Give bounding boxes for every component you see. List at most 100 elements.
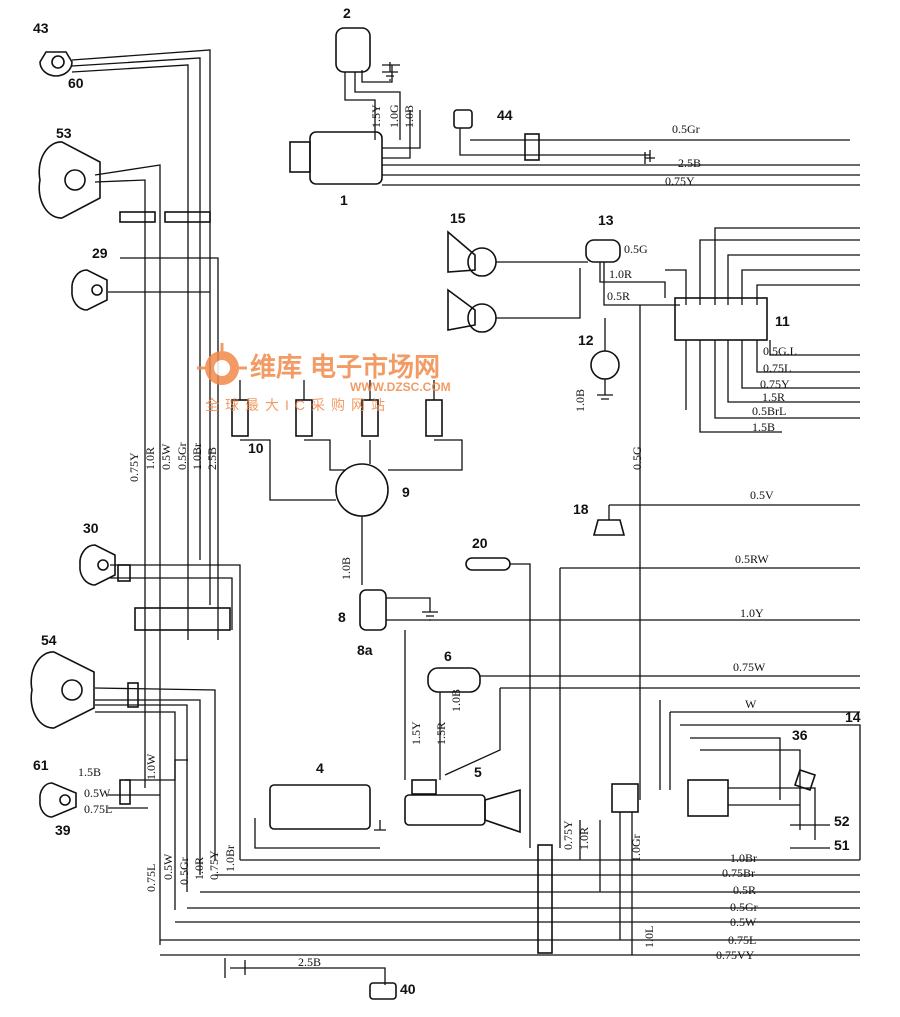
lamp-29 — [71, 269, 108, 311]
component-label-30: 30 — [83, 520, 99, 536]
component-label-13: 13 — [598, 212, 614, 228]
wire-label: 0.5RW — [735, 552, 769, 566]
component-label-12: 12 — [578, 332, 594, 348]
wire-label: 0.5W — [159, 443, 173, 470]
wire-label: 0.75L — [144, 864, 158, 892]
component-44 — [453, 109, 850, 162]
wire-label: 0.5G.L — [763, 344, 797, 358]
wire-label: 2.5B — [678, 156, 701, 170]
component-18 — [592, 504, 860, 536]
wire-label: 0.5Gr — [672, 122, 700, 136]
wire-label: 1.0R — [192, 857, 206, 880]
component-label-4: 4 — [316, 760, 324, 776]
wire-label: 0.75Y — [760, 377, 790, 391]
wire-label: 1.0B — [402, 105, 416, 128]
component-label-11: 11 — [775, 313, 790, 329]
left-harness — [71, 49, 241, 945]
wire-label: 0.5V — [750, 488, 774, 502]
wire-label: 2.5B — [298, 955, 321, 969]
component-label-40: 40 — [400, 981, 416, 997]
wire-label: 1.0R — [577, 827, 591, 850]
component-label-51: 51 — [834, 837, 850, 853]
wire-label: 1.5B — [752, 420, 775, 434]
component-label-8: 8 — [338, 609, 346, 625]
component-label-36: 36 — [792, 727, 808, 743]
distributor-9 — [240, 439, 463, 585]
component-label-14: 14 — [845, 709, 861, 725]
component-label-5: 5 — [474, 764, 482, 780]
lamp-43 — [39, 51, 73, 77]
wire-label: 1.5R — [762, 390, 785, 404]
wire-label: 1.0Br — [223, 845, 237, 872]
watermark: 维库 电子市场网 WWW.DZSC.COM 全球最大IC采购网站 — [197, 343, 451, 413]
wire-label: 1.0Br — [730, 851, 757, 865]
wire-label: 0.5Gr — [175, 442, 189, 470]
component-1 — [289, 110, 860, 186]
component-label-29: 29 — [92, 245, 108, 261]
wire-label: 1.0G — [387, 104, 401, 128]
wire-label: 0.5W — [161, 853, 175, 880]
ground-symbols — [224, 62, 655, 978]
component-label-20: 20 — [472, 535, 488, 551]
spark-plugs-10 — [231, 380, 443, 437]
watermark-slogan: 全球最大IC采购网站 — [205, 397, 391, 413]
wire-label: 0.75L — [763, 361, 791, 375]
component-label-60: 60 — [68, 75, 84, 91]
wire-label: 0.5G — [630, 446, 644, 470]
wire-label: 2.5B — [205, 447, 219, 470]
wire-label: 0.75Y — [561, 820, 575, 850]
component-label-2: 2 — [343, 5, 351, 21]
wire-label: 1.0R — [609, 267, 632, 281]
watermark-brand: 维库 — [250, 352, 302, 382]
wire-label: 1.0B — [339, 557, 353, 580]
wire-label: 0.5BrL — [752, 404, 786, 418]
component-label-53: 53 — [56, 125, 72, 141]
component-label-39: 39 — [55, 822, 71, 838]
wire-label: 0.5R — [733, 883, 756, 897]
wire-label: 1.0Br — [190, 443, 204, 470]
lamp-53 — [38, 141, 101, 219]
wire-label: 0.75L — [84, 802, 112, 816]
wire-label: 1.5Y — [409, 721, 423, 745]
wire-label: W — [745, 697, 757, 711]
relay-13 — [585, 239, 680, 306]
component-6 — [427, 667, 860, 780]
wire-label: 0.75Y — [665, 174, 695, 188]
wire-label: 0.75Y — [207, 850, 221, 880]
component-label-18: 18 — [573, 501, 589, 517]
watermark-logo-icon — [197, 343, 247, 385]
wire-label: 0.75L — [728, 933, 756, 947]
wire-label: 0.5W — [730, 915, 757, 929]
wire-label: 0.75Y — [127, 452, 141, 482]
lamp-54 — [30, 651, 95, 729]
wire-label: 0.5Gr — [730, 900, 758, 914]
starter-5 — [404, 779, 521, 834]
fuse-box-11 — [639, 227, 860, 800]
component-label-61: 61 — [33, 757, 49, 773]
wire-label: 0.75VY — [716, 948, 755, 962]
component-label-52: 52 — [834, 813, 850, 829]
wire-label: 0.5Gr — [177, 857, 191, 885]
wire-label: 1.0W — [144, 753, 158, 780]
watermark-url: WWW.DZSC.COM — [350, 380, 451, 394]
watermark-title: 电子市场网 — [310, 352, 440, 382]
wire-label: 1.5R — [434, 722, 448, 745]
component-label-15: 15 — [450, 210, 466, 226]
component-label-8a: 8a — [357, 642, 373, 658]
component-12 — [590, 318, 620, 395]
wire-label: 0.75W — [733, 660, 766, 674]
wire-label: 1.0L — [642, 926, 656, 948]
component-20 — [465, 557, 860, 848]
component-label-6: 6 — [444, 648, 452, 664]
component-14 — [611, 700, 861, 860]
component-2 — [335, 27, 401, 140]
wire-label: 0.75Br — [722, 866, 755, 880]
component-label-43: 43 — [33, 20, 49, 36]
component-4 — [254, 784, 380, 849]
wire-label: 1.5Y — [369, 104, 383, 128]
wire-label: 0.5R — [607, 289, 630, 303]
lamp-30 — [79, 544, 116, 586]
component-label-54: 54 — [41, 632, 57, 648]
